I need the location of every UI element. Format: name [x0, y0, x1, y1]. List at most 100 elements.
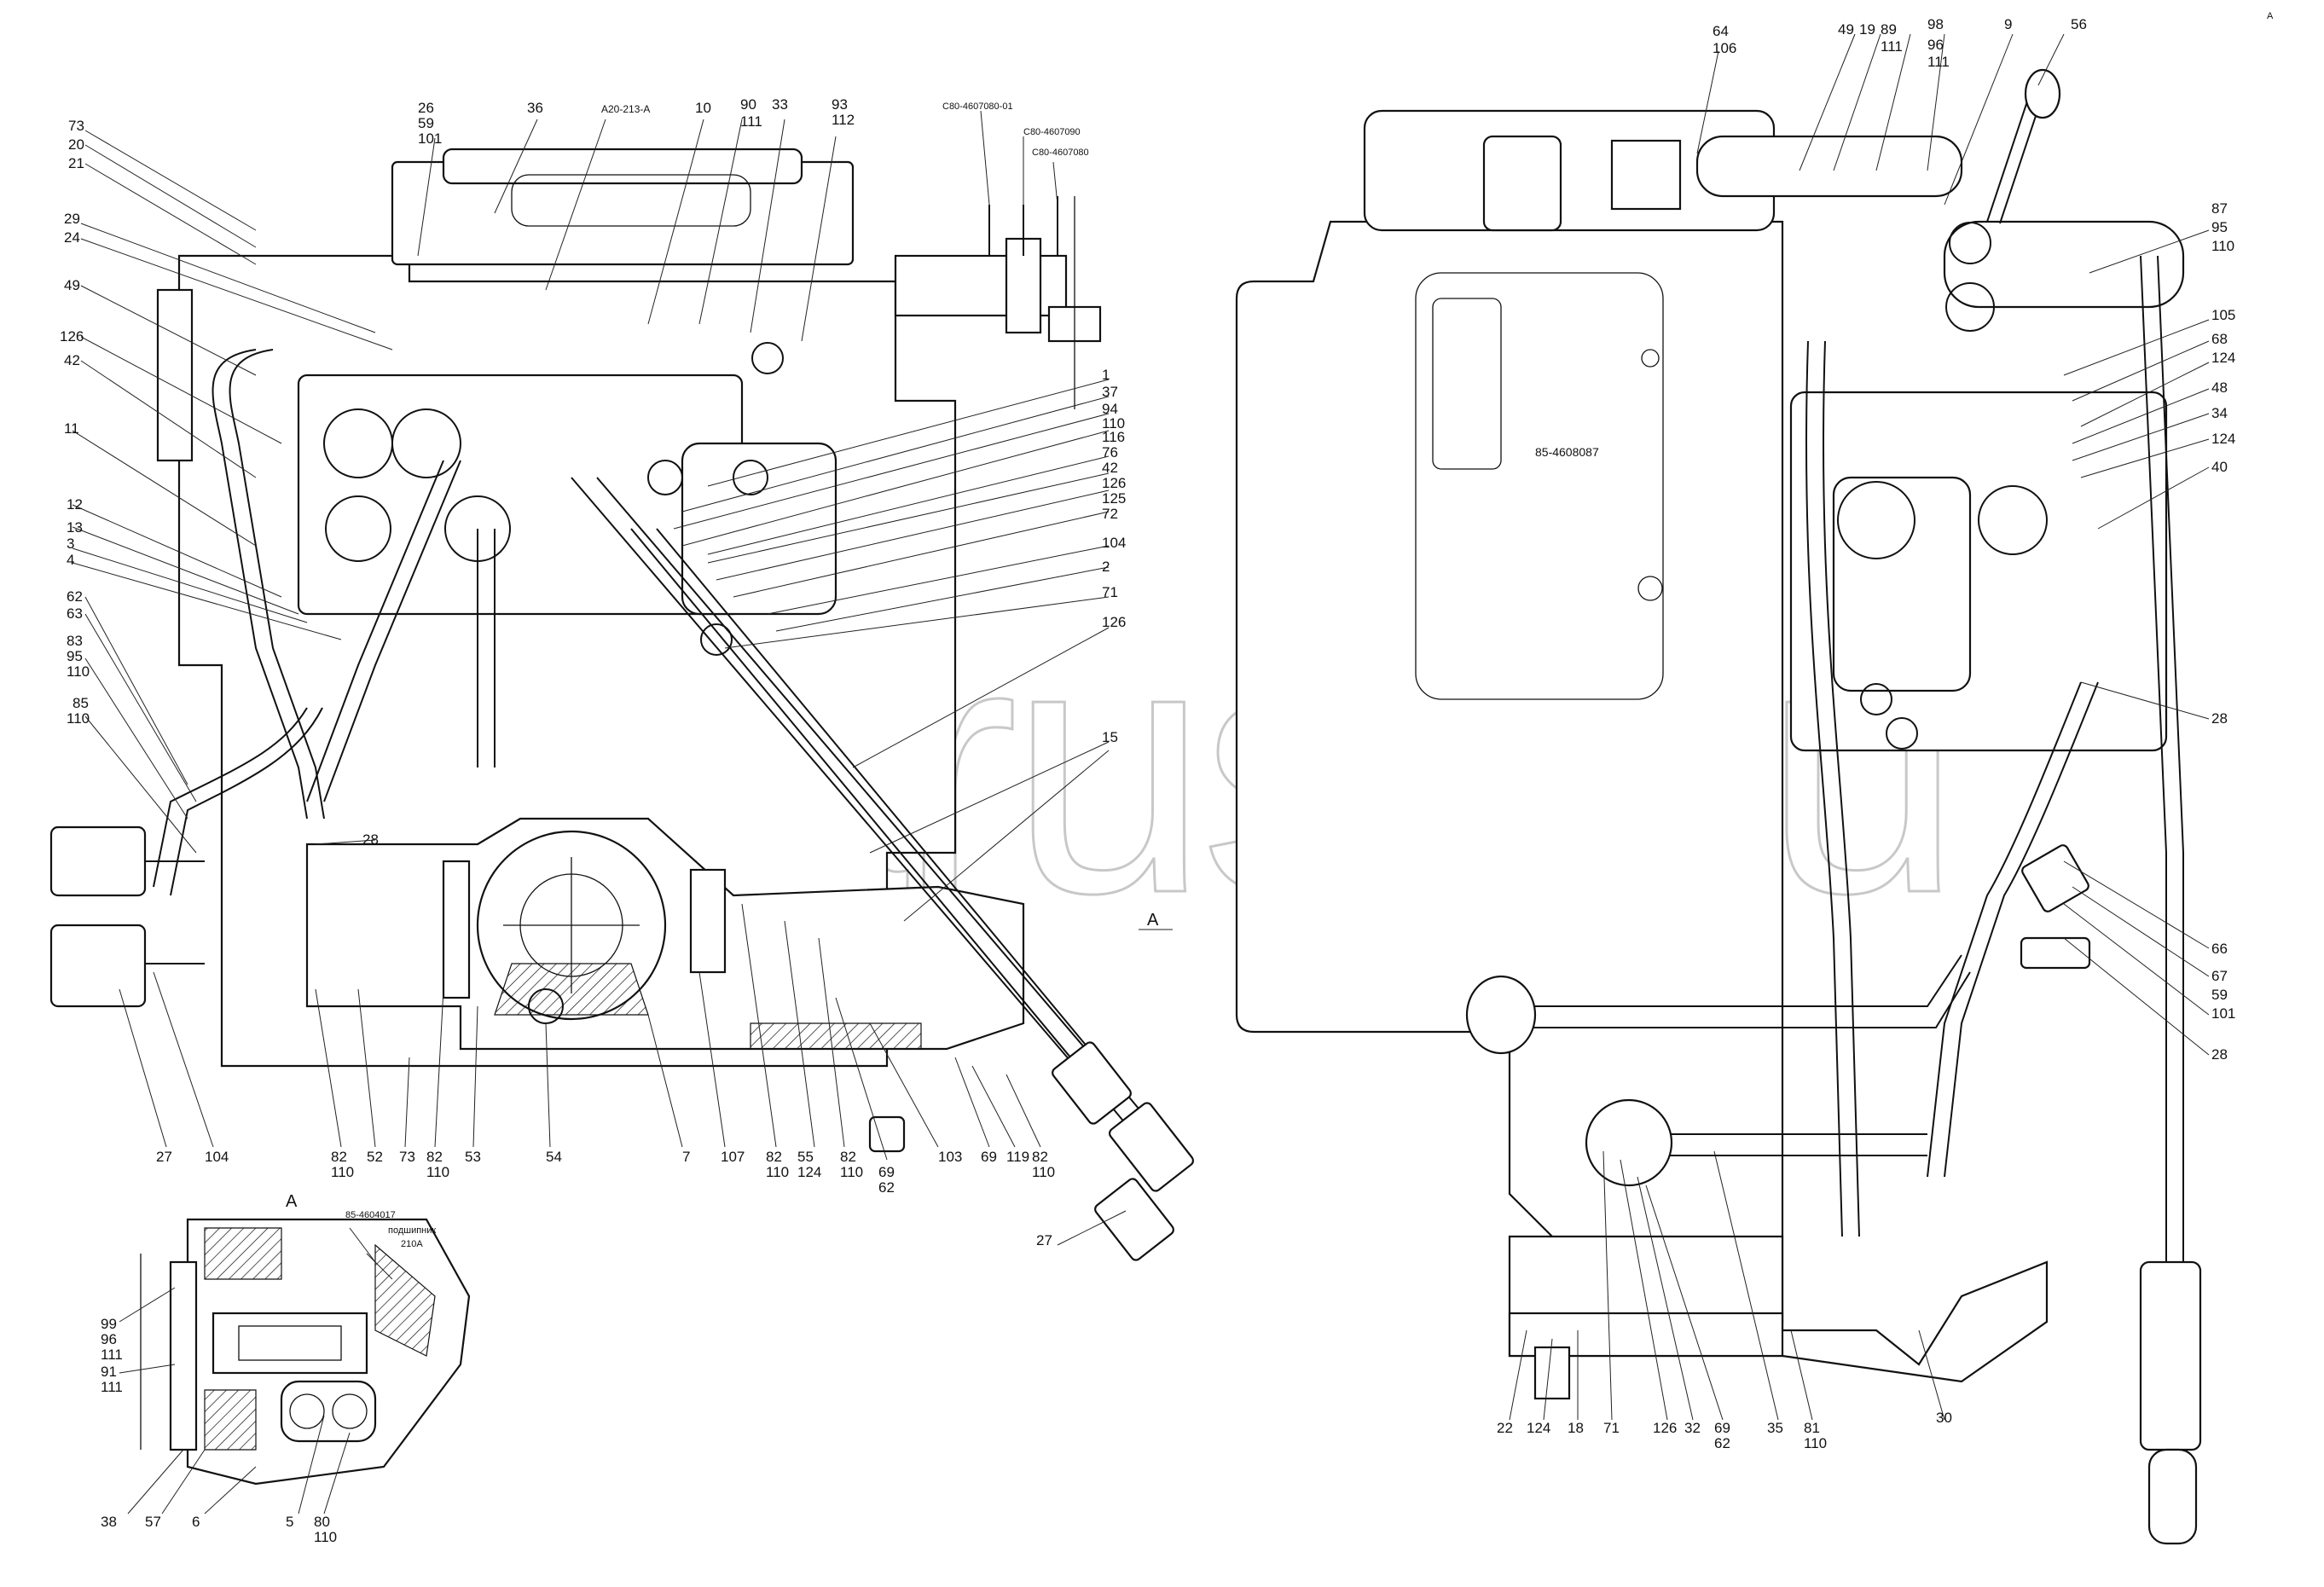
label-7: 7: [682, 1149, 690, 1165]
corner-mark: A: [2267, 11, 2274, 21]
label-103: 103: [938, 1149, 962, 1165]
label-112: 112: [832, 112, 855, 128]
label-110f: 110: [766, 1164, 789, 1180]
label-33: 33: [772, 96, 788, 113]
label-110d: 110: [331, 1164, 354, 1180]
label-10: 10: [695, 100, 711, 116]
left-view: [49, 148, 1195, 1261]
label-52: 52: [367, 1149, 383, 1165]
label-42b: 42: [1102, 460, 1118, 476]
label-71r: 71: [1603, 1420, 1620, 1436]
label-95: 95: [67, 648, 83, 664]
label-96: 96: [1927, 37, 1944, 53]
callout-labels: 73 20 21 29 24 49 126 42 11 12 13 3 4 62…: [60, 16, 2235, 1545]
label-98: 98: [1927, 16, 1944, 32]
label-82a: 82: [331, 1149, 347, 1165]
label-124: 124: [797, 1164, 821, 1180]
label-111i: 111: [101, 1347, 123, 1363]
label-124r: 124: [2211, 350, 2235, 366]
label-15: 15: [1102, 729, 1118, 745]
label-104: 104: [1102, 535, 1126, 551]
label-101: 101: [418, 130, 442, 147]
note-bearing-1: подшипник: [388, 1225, 436, 1236]
section-a-inset: [140, 1218, 471, 1486]
note-c80-080: С80-4607080: [1032, 148, 1089, 158]
label-110b: 110: [67, 710, 90, 727]
label-2: 2: [1102, 559, 1110, 575]
label-5: 5: [286, 1514, 293, 1530]
label-38: 38: [101, 1514, 117, 1530]
label-54: 54: [546, 1149, 562, 1165]
label-12: 12: [67, 496, 83, 513]
label-69: 69: [878, 1164, 895, 1180]
section-cut-mark: A: [1147, 911, 1159, 930]
label-110r2: 110: [1804, 1435, 1827, 1451]
label-66: 66: [2211, 941, 2228, 957]
label-126r: 126: [1653, 1420, 1677, 1436]
note-85-4608087: 85-4608087: [1535, 445, 1599, 459]
leader-lines: [72, 33, 2210, 1515]
label-116: 116: [1102, 429, 1125, 445]
label-110a: 110: [67, 663, 90, 680]
label-106: 106: [1713, 40, 1736, 56]
label-110g: 110: [840, 1164, 863, 1180]
label-68: 68: [2211, 331, 2228, 347]
label-82e: 82: [1032, 1149, 1048, 1165]
note-c80-090: С80-4607090: [1023, 127, 1081, 137]
label-101r: 101: [2211, 1005, 2235, 1022]
label-4: 4: [67, 552, 74, 568]
label-76: 76: [1102, 444, 1118, 460]
label-80: 80: [314, 1514, 330, 1530]
label-110h: 110: [1032, 1164, 1055, 1180]
label-56: 56: [2071, 16, 2087, 32]
label-94: 94: [1102, 401, 1118, 417]
label-111i2: 111: [101, 1379, 123, 1395]
label-111: 111: [740, 113, 762, 130]
label-87: 87: [2211, 200, 2228, 217]
label-110c: 110: [1102, 415, 1125, 432]
label-34: 34: [2211, 405, 2228, 421]
label-32: 32: [1684, 1420, 1701, 1436]
label-42: 42: [64, 352, 80, 368]
label-48: 48: [2211, 379, 2228, 396]
label-40: 40: [2211, 459, 2228, 475]
label-37: 37: [1102, 384, 1118, 400]
label-28r: 28: [2211, 710, 2228, 727]
label-26: 26: [418, 100, 434, 116]
label-126: 126: [60, 328, 84, 345]
label-73: 73: [68, 118, 84, 134]
label-62b: 62: [878, 1179, 895, 1196]
label-13: 13: [67, 519, 83, 536]
label-72: 72: [1102, 506, 1118, 522]
label-107: 107: [721, 1149, 745, 1165]
label-119: 119: [1006, 1149, 1029, 1165]
label-110i: 110: [314, 1529, 337, 1545]
label-6: 6: [192, 1514, 200, 1530]
label-49: 49: [64, 277, 80, 293]
label-96i: 96: [101, 1331, 117, 1347]
label-55: 55: [797, 1149, 814, 1165]
label-24: 24: [64, 229, 80, 246]
label-3: 3: [67, 536, 74, 552]
label-57: 57: [145, 1514, 161, 1530]
note-bearing-2: 210А: [401, 1239, 423, 1249]
label-82d: 82: [840, 1149, 856, 1165]
label-28: 28: [362, 831, 379, 848]
label-125: 125: [1102, 490, 1126, 507]
label-110e: 110: [426, 1164, 449, 1180]
inset-title-a: A: [286, 1192, 298, 1211]
label-67: 67: [2211, 968, 2228, 984]
label-64: 64: [1713, 23, 1729, 39]
label-18: 18: [1568, 1420, 1584, 1436]
label-63: 63: [67, 605, 83, 622]
label-99: 99: [101, 1316, 117, 1332]
label-21: 21: [68, 155, 84, 171]
label-124r3: 124: [1527, 1420, 1550, 1436]
label-126b: 126: [1102, 475, 1126, 491]
label-82b: 82: [426, 1149, 443, 1165]
label-82c: 82: [766, 1149, 782, 1165]
label-59: 59: [418, 115, 434, 131]
label-28r2: 28: [2211, 1046, 2228, 1063]
label-110r: 110: [2211, 238, 2234, 254]
